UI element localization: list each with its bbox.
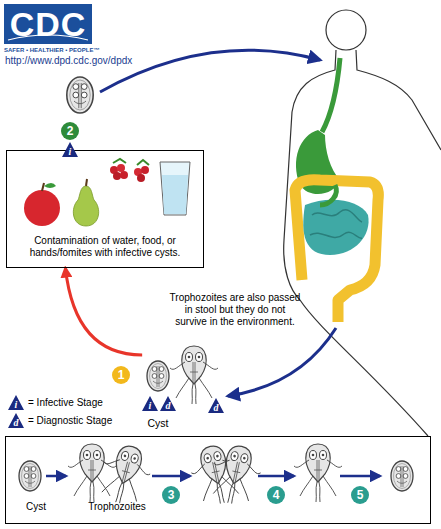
raspberries <box>110 159 149 182</box>
human-head <box>326 10 366 50</box>
apple-leaf <box>44 183 56 188</box>
url-text: http://www.dpd.cdc.gov/dpdx <box>5 55 175 67</box>
tagline: SAFER • HEALTHIER • PEOPLE™ <box>4 46 124 54</box>
node-text: Contamination of water, food, or hands/f… <box>13 235 197 259</box>
duodenum <box>320 185 336 205</box>
berry-drupelet <box>120 171 128 179</box>
water-glass <box>160 162 190 215</box>
stage-marker: i <box>142 396 158 411</box>
node-text: Cyst <box>16 501 56 513</box>
callout-number: 3 <box>162 486 180 504</box>
note-text: Trophozoites are also passed in stool bu… <box>168 292 302 342</box>
berry-drupelet <box>113 172 121 180</box>
stage-marker: d <box>160 396 176 411</box>
trophozoite <box>94 440 155 508</box>
development-panel: Cyst Trophozoites <box>5 436 431 524</box>
apple <box>24 190 60 226</box>
passed-cyst <box>147 361 169 391</box>
ingested-cyst <box>19 461 41 491</box>
logo-block <box>4 4 92 44</box>
stage-marker: d <box>208 398 224 413</box>
stage-arrow <box>258 475 294 478</box>
water <box>162 175 188 214</box>
stage-arrow <box>152 475 190 478</box>
encysted-form <box>391 461 413 491</box>
apple-stem <box>42 183 44 191</box>
pear <box>73 186 98 226</box>
trophozoite <box>294 444 342 502</box>
legend-text: = Infective Stage <box>28 396 103 410</box>
small-intestine <box>303 200 368 255</box>
cyst-stage: Cyst <box>136 355 180 433</box>
passed-trophozoite <box>170 346 218 404</box>
callout-number: 4 <box>267 486 285 504</box>
berry-leaves <box>113 159 149 165</box>
ingestion-arrow <box>100 50 320 92</box>
berry-drupelet <box>137 174 145 182</box>
legend-marker: i <box>8 395 24 410</box>
human-leg <box>300 300 428 436</box>
berry-drupelet <box>141 166 149 174</box>
node-text: Cyst <box>136 417 180 429</box>
node-text: Trophozoites <box>70 501 164 513</box>
excretion-arrow <box>228 328 336 396</box>
contamination-box: Contamination of water, food, or hands/f… <box>6 150 204 268</box>
trophozoite <box>68 444 116 502</box>
intestine-coils <box>310 210 362 238</box>
esophagus <box>322 58 340 132</box>
stage-arrow <box>46 475 66 478</box>
human-outline <box>356 50 441 150</box>
callout-number: 1 <box>112 366 130 384</box>
large-intestine <box>295 180 378 322</box>
logo-text: CDC <box>4 4 92 44</box>
pear-stem <box>86 179 87 186</box>
stage-arrow <box>340 475 380 478</box>
berry-drupelet <box>117 164 125 172</box>
callout-number: 2 <box>61 122 79 140</box>
infective-cyst <box>67 77 93 113</box>
cycle-arrow <box>65 268 142 355</box>
callout-number: 5 <box>351 486 369 504</box>
legend-marker: d <box>8 413 24 428</box>
dividing-trophozoite <box>206 441 265 508</box>
legend-text: = Diagnostic Stage <box>28 414 112 428</box>
